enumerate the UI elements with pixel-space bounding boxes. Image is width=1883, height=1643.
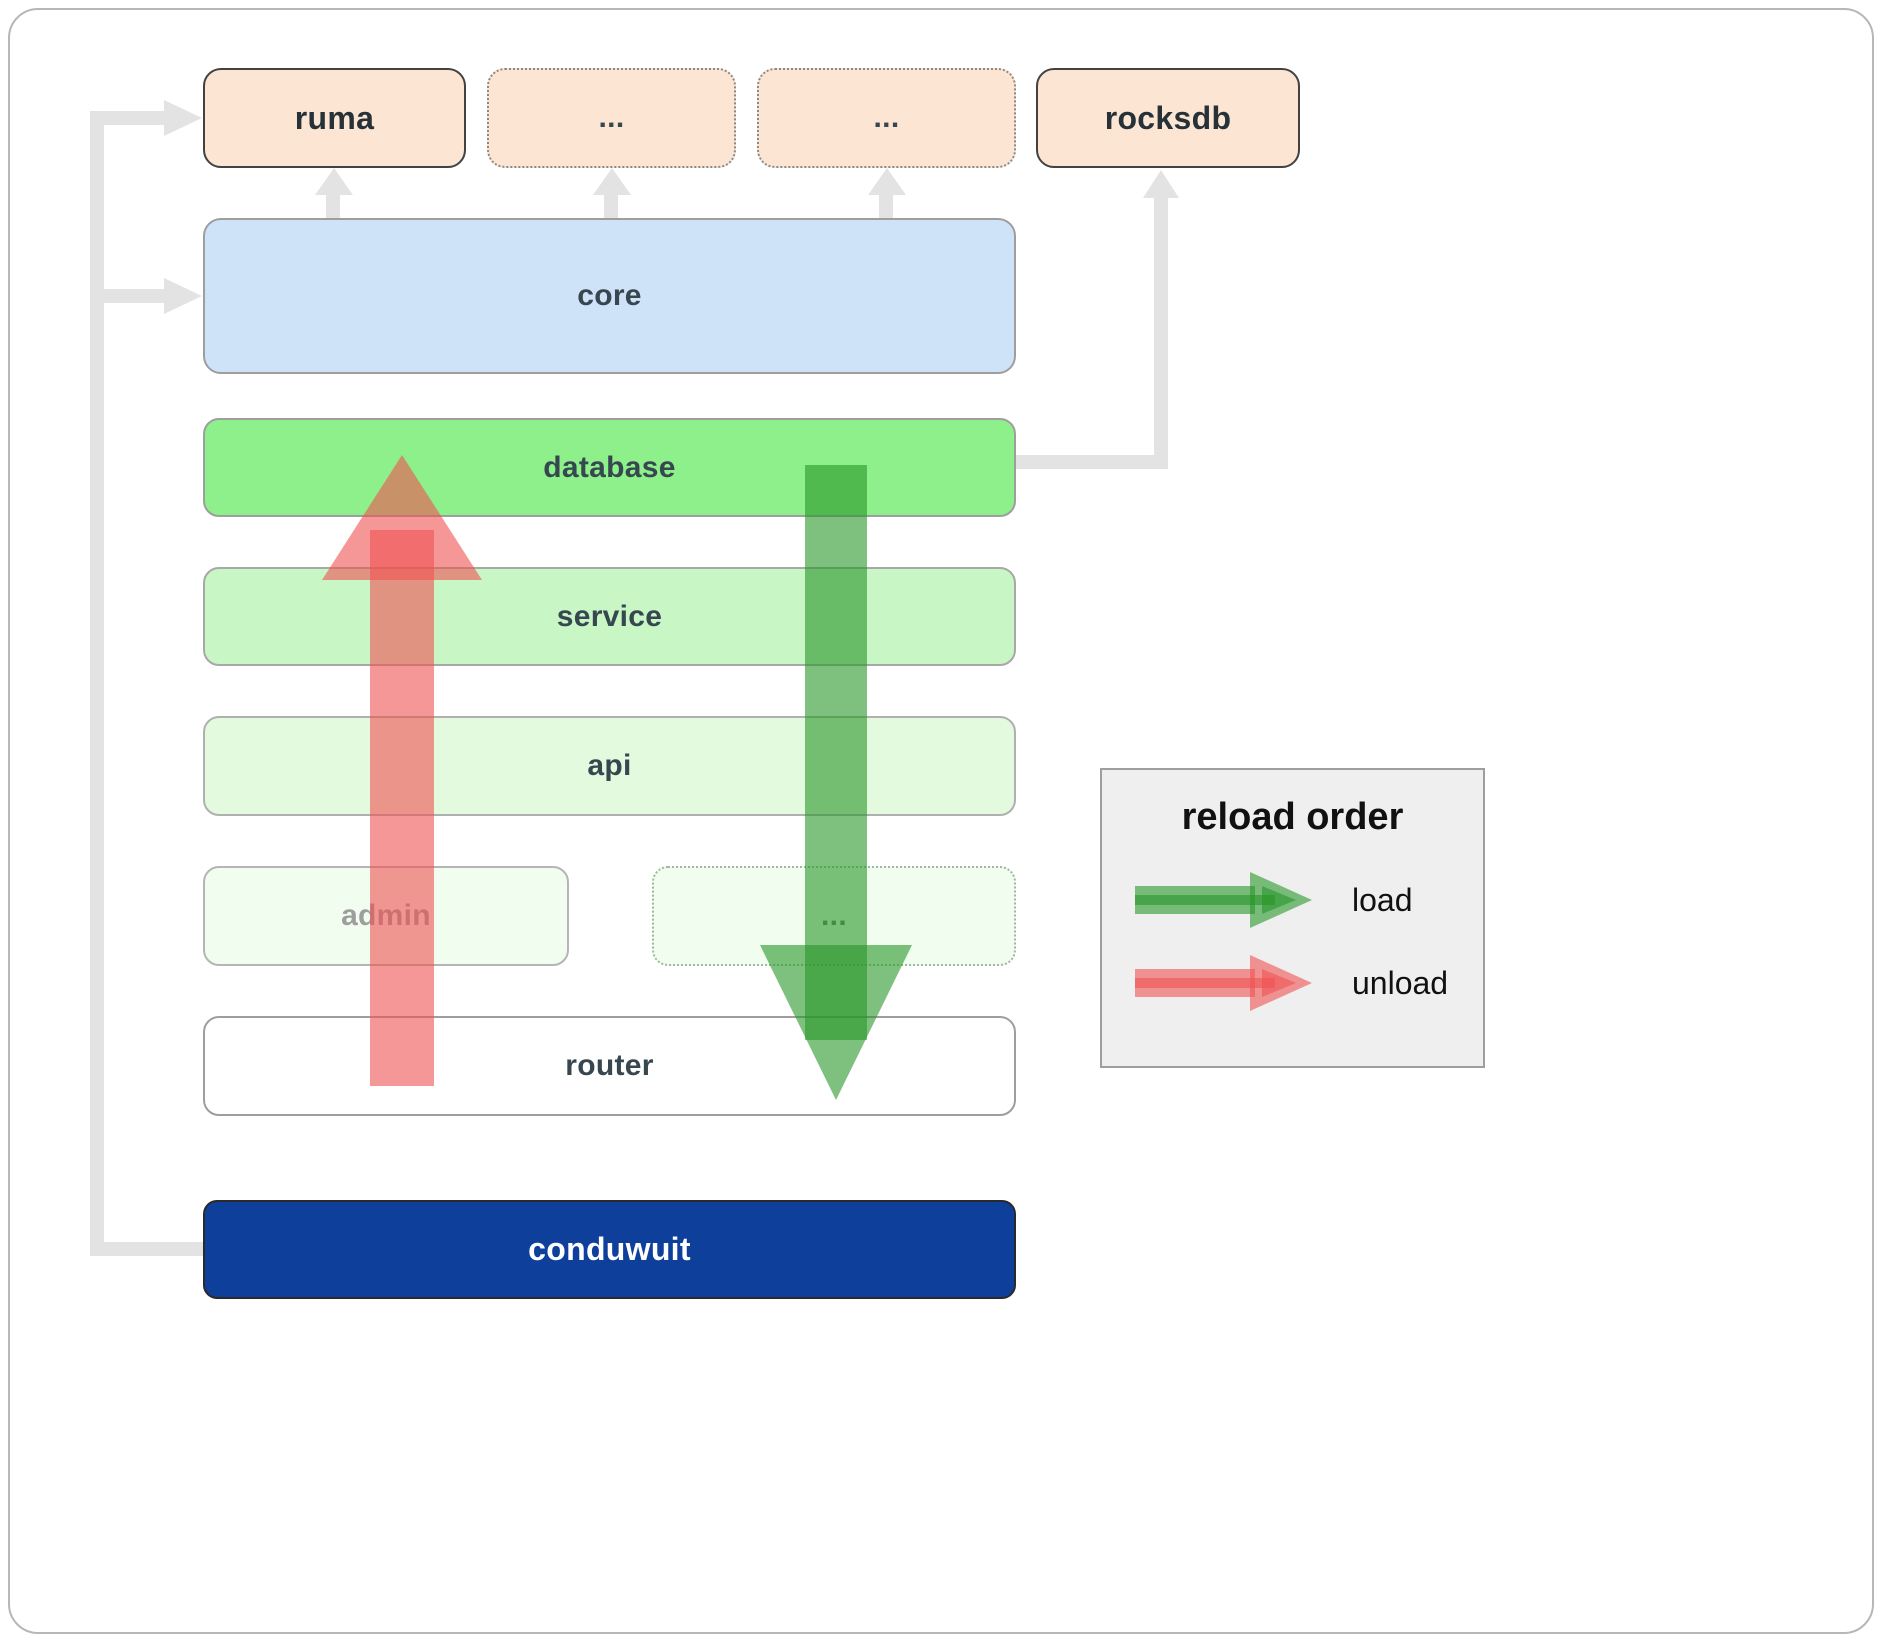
box-service: service bbox=[203, 567, 1016, 666]
box-api: api bbox=[203, 716, 1016, 816]
conduwuit-to-core-line bbox=[90, 289, 166, 303]
box-rocksdb: rocksdb bbox=[1036, 68, 1300, 168]
core-to-ellipsis1-line bbox=[604, 193, 618, 218]
box-ruma: ruma bbox=[203, 68, 466, 168]
legend-load-label: load bbox=[1352, 882, 1413, 918]
legend-panel bbox=[1100, 768, 1485, 1068]
legend-unload-label: unload bbox=[1352, 965, 1449, 1001]
box-ellipsis-1: ... bbox=[487, 68, 736, 168]
legend-load-arrow-core-line bbox=[1135, 895, 1275, 905]
legend-unload-arrow-core-line bbox=[1135, 978, 1275, 988]
box-database: database bbox=[203, 418, 1016, 517]
conduwuit-to-ruma-line bbox=[90, 111, 166, 125]
box-core: core bbox=[203, 218, 1016, 374]
conduwuit-dependency-line-vertical bbox=[90, 111, 104, 1256]
database-to-rocksdb-line-horizontal bbox=[1016, 455, 1168, 469]
outer-frame bbox=[8, 8, 1874, 1634]
unload-arrow-shaft bbox=[370, 530, 434, 1086]
box-router: router bbox=[203, 1016, 1016, 1116]
load-arrow-shaft bbox=[805, 465, 867, 1040]
legend-title: reload order bbox=[1181, 796, 1404, 838]
core-to-ruma-line bbox=[326, 193, 340, 218]
database-to-rocksdb-line-vertical bbox=[1154, 196, 1168, 469]
conduwuit-dependency-line-bottom bbox=[90, 1242, 203, 1256]
box-conduwuit: conduwuit bbox=[203, 1200, 1016, 1299]
core-to-ellipsis2-line bbox=[879, 193, 893, 218]
box-ellipsis-2: ... bbox=[757, 68, 1016, 168]
